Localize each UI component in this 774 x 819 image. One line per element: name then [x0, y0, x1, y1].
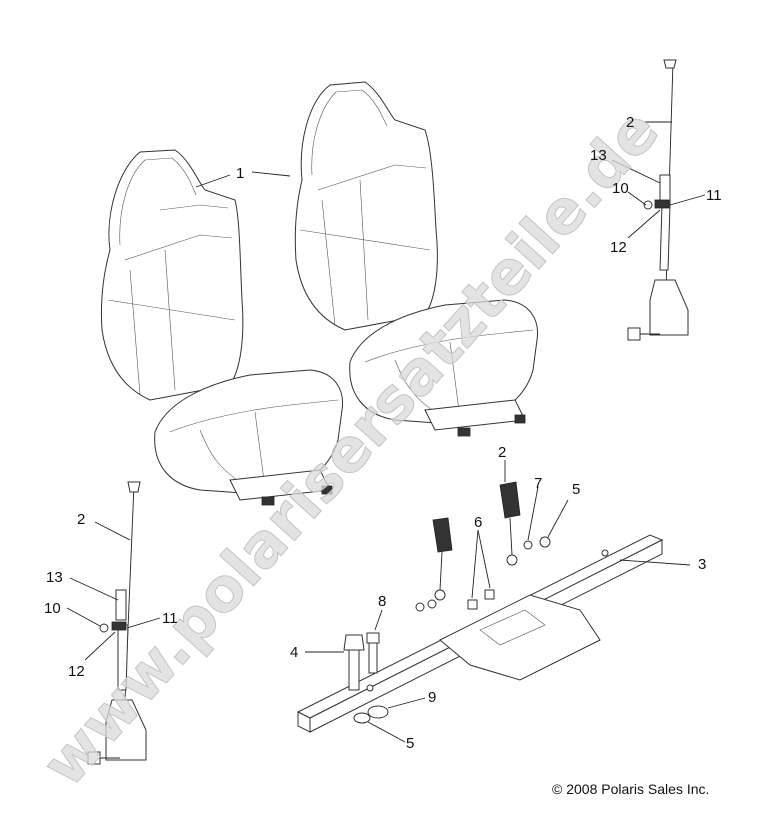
callout-7: 7 — [534, 475, 542, 492]
leader-11-l — [126, 617, 161, 629]
callout-3: 3 — [698, 556, 706, 573]
callout-13-left: 13 — [46, 569, 63, 586]
callout-11-left: 11 — [162, 610, 178, 627]
leader-6-a — [471, 529, 479, 599]
callout-12-left: 12 — [68, 663, 85, 680]
callout-5-right: 5 — [572, 481, 580, 498]
leader-2-l — [94, 521, 131, 541]
buckle-assemblies — [415, 481, 551, 612]
leader-12-ur — [627, 209, 661, 239]
callout-2-left: 2 — [77, 511, 85, 528]
leader-7 — [527, 486, 539, 541]
callout-1: 1 — [236, 165, 244, 182]
callout-2-buckle: 2 — [498, 444, 506, 461]
leader-seat-a — [195, 174, 231, 188]
leader-8 — [374, 609, 383, 631]
leader-5-r — [547, 499, 569, 538]
leader-3 — [619, 559, 691, 566]
callout-4: 4 — [290, 644, 298, 661]
seat-left — [100, 149, 344, 506]
belt-assembly-upper-right — [627, 59, 689, 341]
callout-6: 6 — [474, 514, 482, 531]
bolt-4 — [343, 634, 365, 691]
copyright-text: © 2008 Polaris Sales Inc. — [552, 781, 709, 797]
leader-10-l — [66, 607, 101, 627]
leader-11-ur — [669, 194, 706, 206]
callout-2-upper-right: 2 — [626, 114, 634, 131]
belt-assembly-left — [87, 481, 147, 765]
leader-6-b — [477, 529, 491, 589]
callout-10-upper-right: 10 — [612, 180, 629, 197]
leader-10-ur — [627, 191, 647, 206]
callout-5-bottom: 5 — [406, 735, 414, 752]
leader-13-l — [69, 577, 119, 601]
callout-13-upper-right: 13 — [590, 147, 607, 164]
leader-13-ur — [611, 159, 661, 184]
leader-12-l — [84, 631, 116, 661]
leader-9 — [387, 697, 426, 709]
nuts-bottom — [353, 705, 389, 724]
callout-9: 9 — [428, 689, 436, 706]
callout-8: 8 — [378, 593, 386, 610]
leader-seat-b — [251, 171, 291, 177]
leader-5-b — [367, 721, 406, 743]
callout-11-upper-right: 11 — [706, 187, 722, 204]
callout-12-upper-right: 12 — [610, 239, 627, 256]
callout-10-left: 10 — [44, 600, 61, 617]
seat-right — [294, 81, 539, 437]
crossbar — [296, 534, 664, 733]
bolt-8 — [366, 632, 380, 674]
